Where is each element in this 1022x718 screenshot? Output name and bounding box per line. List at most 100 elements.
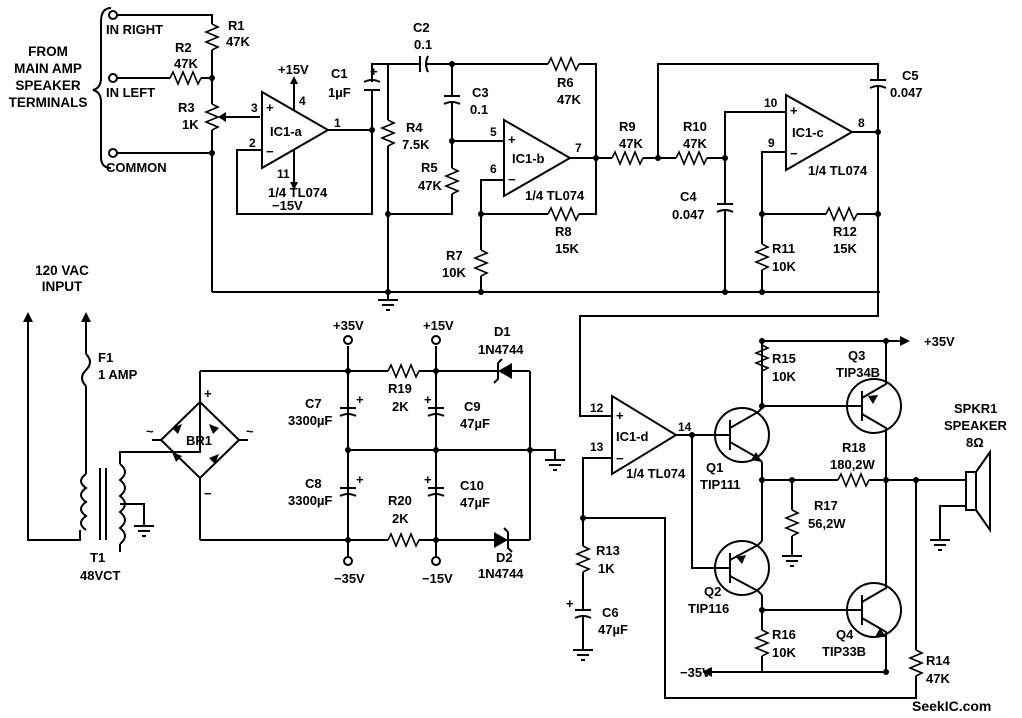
resistor-r8 <box>547 205 580 223</box>
label-common: COMMON <box>106 160 167 175</box>
c6-value: 47µF <box>598 622 628 637</box>
ic1b-minus: − <box>508 172 516 187</box>
c2-value: 0.1 <box>414 37 432 52</box>
c8-value: 3300µF <box>288 493 332 508</box>
c10-plus: + <box>424 472 432 487</box>
r2-ref: R2 <box>175 40 192 55</box>
r10-value: 47K <box>683 136 707 151</box>
out-p35-label: +35V <box>924 334 955 349</box>
ic1a-pin11: 11 <box>277 167 290 181</box>
ic1d-triangle <box>611 394 678 476</box>
mains-label-line-1: 120 VAC <box>35 263 89 278</box>
r12-value: 15K <box>833 241 857 256</box>
r9-ref: R9 <box>619 119 636 134</box>
opamp-ic1a: IC1-a + − 3 2 1 4 11 1/4 TL074 +15V −15V <box>236 62 375 215</box>
r7-ref: R7 <box>446 248 463 263</box>
resistor-r14 <box>907 649 925 677</box>
ic1a-pin3: 3 <box>251 101 258 115</box>
br1-plus: + <box>204 386 212 401</box>
r5-value: 47K <box>418 178 442 193</box>
terminal-in-left <box>108 73 118 83</box>
ic1a-vneg: −15V <box>272 198 303 213</box>
ic1a-pin4: 4 <box>299 94 306 108</box>
capacitor-c1: + C1 1µF <box>328 63 420 130</box>
ic1d-pin13: 13 <box>590 440 604 454</box>
resistor-r12 <box>825 205 858 223</box>
fuse-f1 <box>81 353 91 387</box>
c1-value: 1µF <box>328 85 351 100</box>
r18-ref: R18 <box>842 440 866 455</box>
resistor-r7 <box>472 249 490 277</box>
label-in-right: IN RIGHT <box>106 22 163 37</box>
ic1d-part: 1/4 TL074 <box>626 466 686 481</box>
ic1c-pin9: 9 <box>768 136 775 150</box>
r13-value: 1K <box>598 561 615 576</box>
r5-ref: R5 <box>421 160 438 175</box>
ic1c-triangle <box>785 93 855 172</box>
spkr1-line-1: SPEAKER <box>944 418 1007 433</box>
q3-value: TIP34B <box>836 365 880 380</box>
r6-value: 47K <box>557 92 581 107</box>
r19-value: 2K <box>392 399 409 414</box>
out-n35-label: −35V <box>680 665 711 680</box>
f1-ref: F1 <box>98 350 113 365</box>
rail-p15-label: +15V <box>423 318 454 333</box>
resistor-r15 <box>753 344 771 372</box>
r7-value: 10K <box>442 265 466 280</box>
r8-ref: R8 <box>555 224 572 239</box>
source-label-line-3: SPEAKER <box>15 78 81 93</box>
ic1c-part: 1/4 TL074 <box>808 163 868 178</box>
t1-ref: T1 <box>90 550 105 565</box>
r11-value: 10K <box>772 259 796 274</box>
resistor-r20 <box>387 531 420 549</box>
ic1a-pin2: 2 <box>249 136 256 150</box>
bridge-rectifier-br1 <box>152 371 248 540</box>
c8-plus: + <box>356 472 364 487</box>
r3-ref: R3 <box>178 100 195 115</box>
ic1a-minus: − <box>266 144 274 159</box>
ground-bus <box>212 289 880 311</box>
spkr1-ref: SPKR1 <box>954 401 997 416</box>
c4-value: 0.047 <box>672 207 705 222</box>
r20-ref: R20 <box>388 493 412 508</box>
d2-value: 1N4744 <box>478 566 524 581</box>
terminal-n35 <box>343 556 353 566</box>
q2-ref: Q2 <box>704 584 721 599</box>
br1-ac-right: ~ <box>246 424 254 439</box>
watermark: SeekIC.com <box>912 698 991 714</box>
resistor-r4 <box>379 119 397 147</box>
input-brace <box>92 7 112 169</box>
resistor-r6 <box>547 55 580 73</box>
ic1c-pin10: 10 <box>764 96 778 110</box>
resistor-r18 <box>837 471 870 489</box>
rail-n15-label: −15V <box>422 571 453 586</box>
input-block: FROM MAIN AMP SPEAKER TERMINALS IN RIGHT… <box>9 7 260 292</box>
c6-plus: + <box>566 596 574 611</box>
ic1b-triangle <box>503 118 573 198</box>
capacitor-c9 <box>427 407 445 417</box>
r1-value: 47K <box>226 34 250 49</box>
ic1a-triangle <box>261 90 331 170</box>
capacitor-c10 <box>427 487 445 497</box>
mains-arrow-right <box>81 312 91 322</box>
resistor-r3 <box>203 103 221 131</box>
br1-ac-left: ~ <box>146 424 154 439</box>
spkr1-line-2: 8Ω <box>966 435 984 450</box>
resistor-r16 <box>753 629 771 657</box>
r8-value: 15K <box>555 241 579 256</box>
transistor-q1 <box>714 407 770 463</box>
r4-ref: R4 <box>406 120 423 135</box>
ic1c-pin8: 8 <box>858 116 865 130</box>
ic1d-pin14: 14 <box>678 420 692 434</box>
terminal-common <box>108 148 118 158</box>
r10-ref: R10 <box>683 119 707 134</box>
ic1a-name: IC1-a <box>270 124 303 139</box>
r3-wiper-arrow <box>218 112 226 122</box>
d2-ref: D2 <box>496 550 513 565</box>
ground-symbol-c6 <box>573 616 593 661</box>
resistor-r19 <box>387 362 420 380</box>
output-stage: IC1-d + − 12 13 14 1/4 TL074 R13 1K + C6… <box>566 334 1007 699</box>
source-label-line-4: TERMINALS <box>9 95 88 110</box>
r14-ref: R14 <box>926 653 951 668</box>
f1-value: 1 AMP <box>98 367 138 382</box>
